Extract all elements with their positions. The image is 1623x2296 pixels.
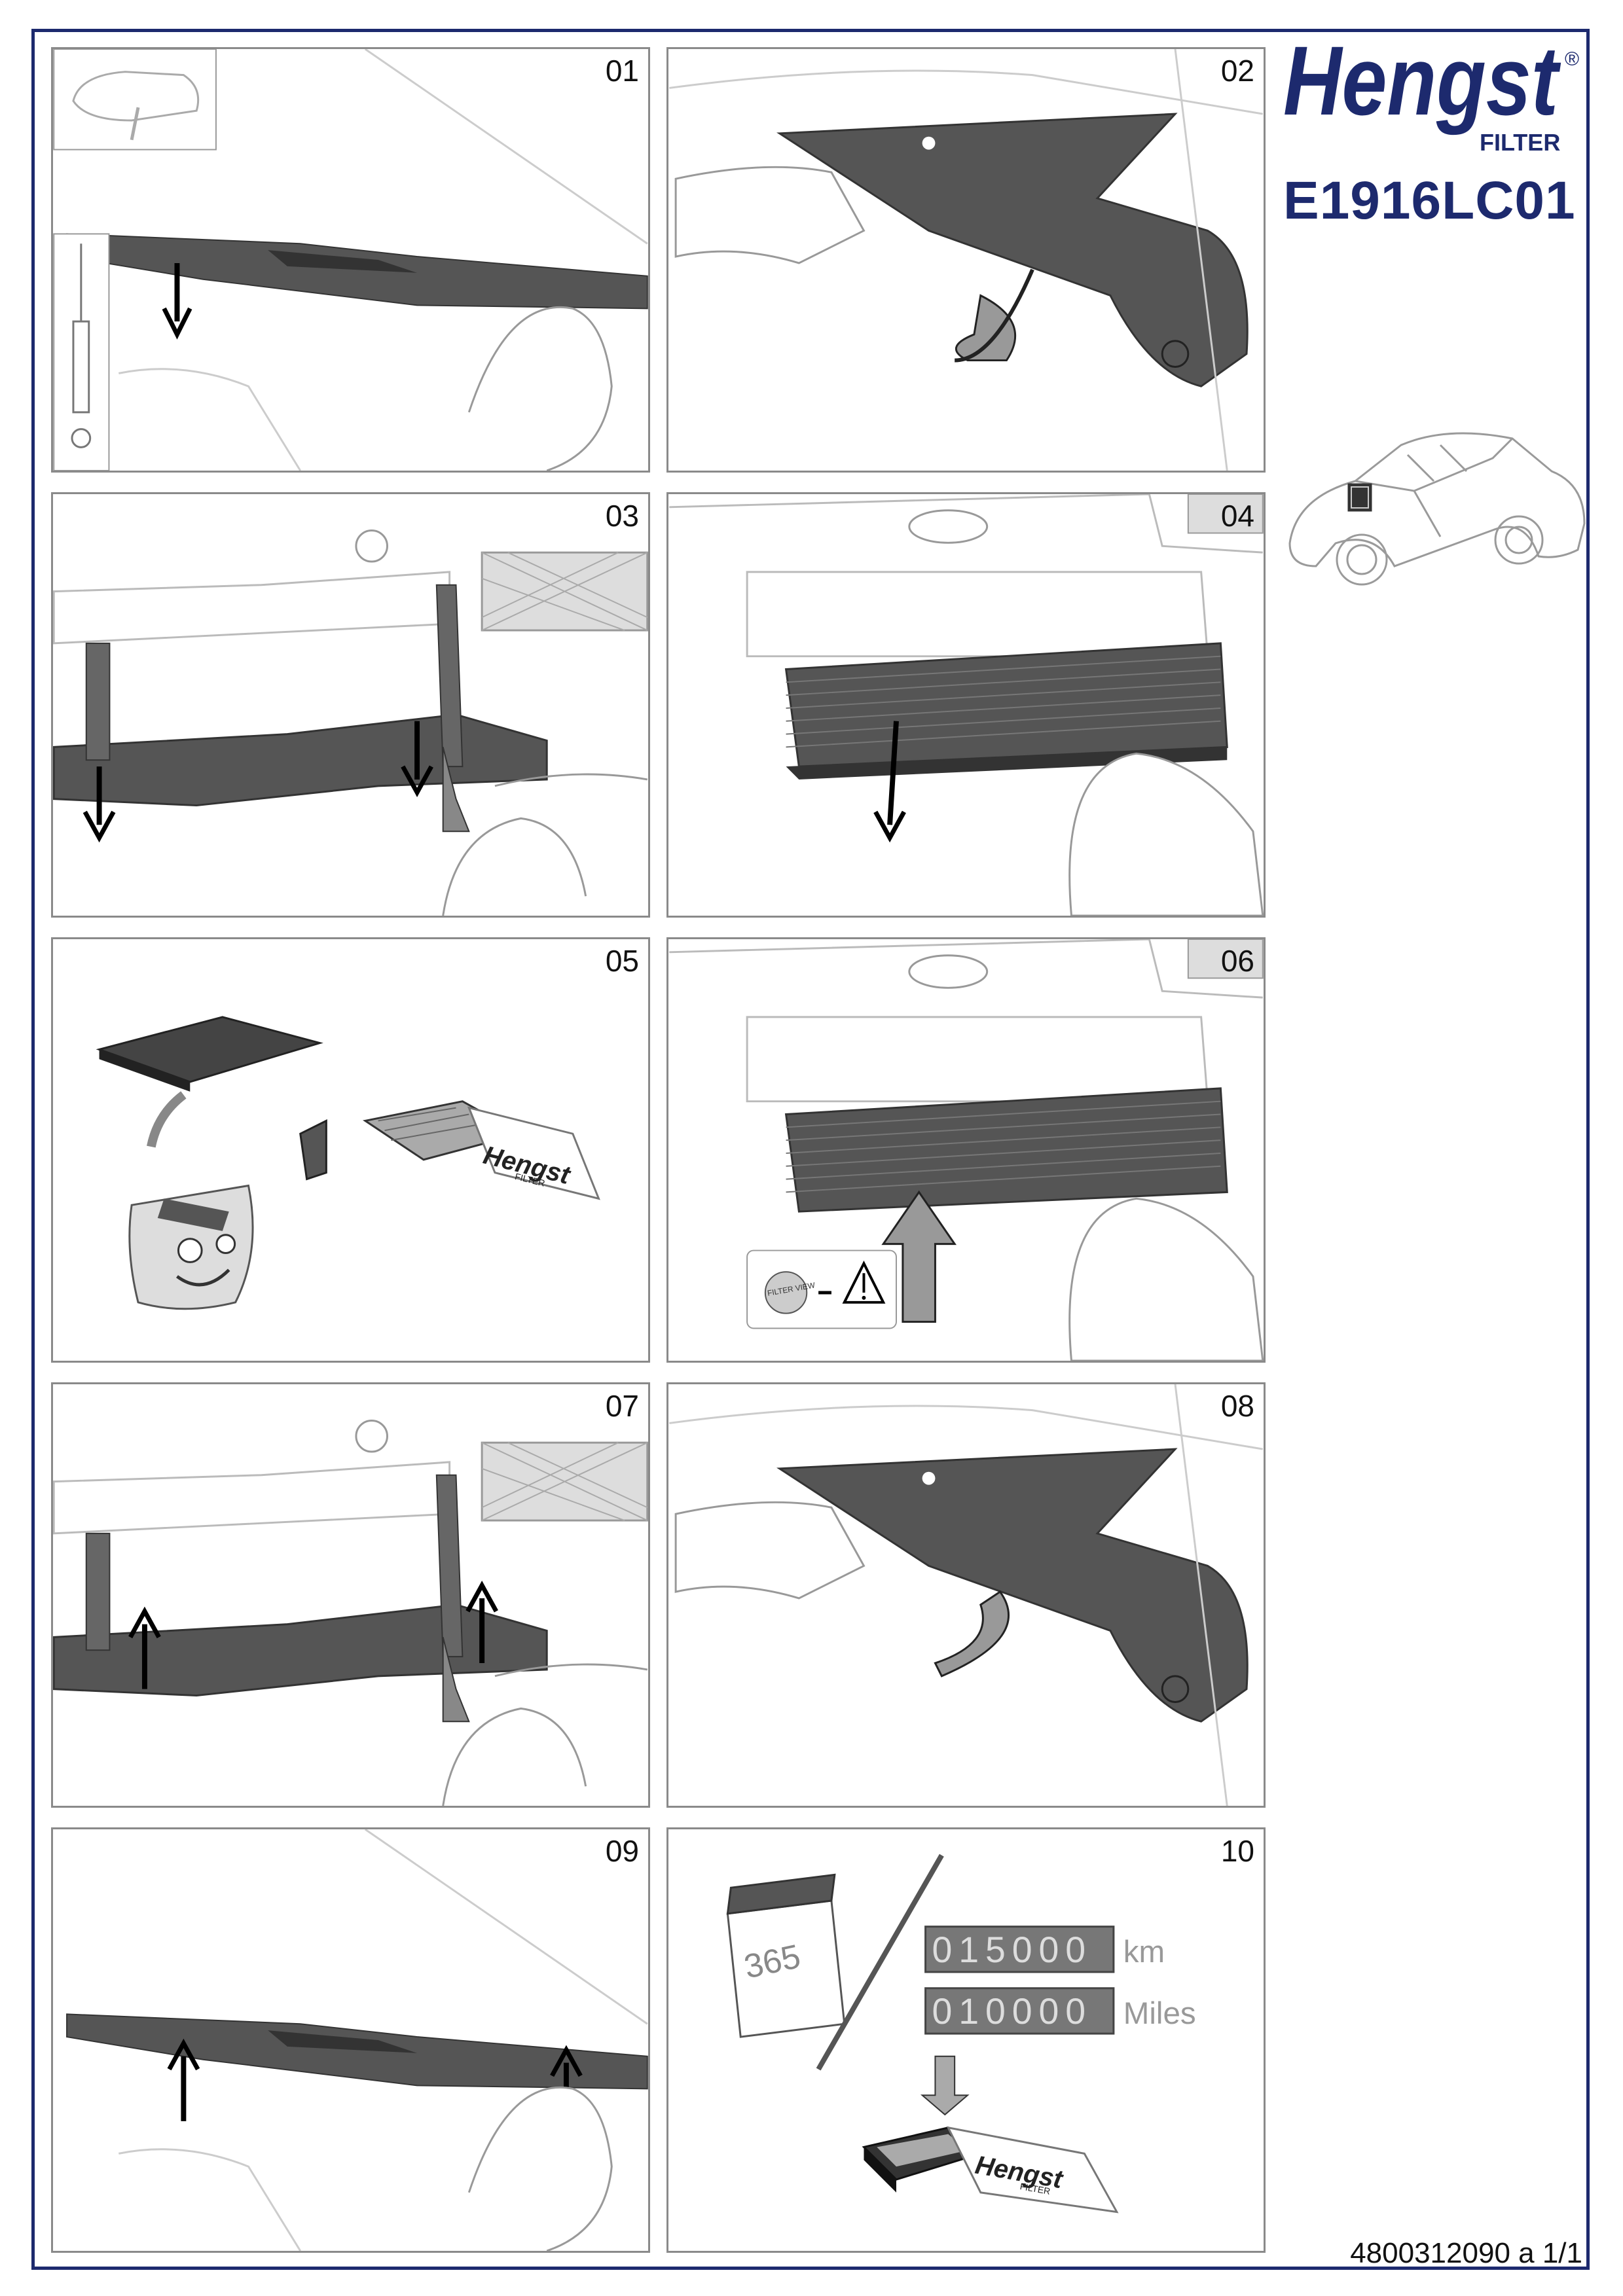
step-panel-10: 10 365 015000 km 010000 Miles Hengst FIL… [666,1827,1266,2253]
step-number: 04 [1220,499,1254,533]
step-panel-07: 07 [51,1382,650,1808]
step-number: 01 [605,54,639,88]
step-number: 07 [605,1389,639,1423]
document-reference: 4800312090 a 1/1 [1350,2237,1582,2269]
step-07-illustration [53,1419,648,1806]
step-05-illustration: Hengst FILTER [96,1016,600,1310]
step-number: 02 [1220,54,1254,88]
registered-mark: ® [1565,48,1579,70]
step-number: 06 [1220,944,1254,978]
odometer-miles-digits: 010000 [932,1991,1092,2032]
step-panel-08: 08 [666,1382,1266,1808]
step-06-illustration: FILTER VIEW [669,939,1264,1361]
step-panel-09: 09 [51,1827,650,2253]
step-number: 03 [605,499,639,533]
box-subtext: FILTER [1019,2181,1051,2197]
step-panel-04: 04 [666,492,1266,918]
step-02-illustration [669,49,1264,471]
step-08-illustration [669,1384,1264,1806]
step-number: 10 [1220,1834,1254,1868]
step-09-illustration [66,1829,648,2251]
product-code: E1916LC01 [1283,171,1576,230]
logo-subtext: FILTER [1480,129,1560,156]
odometer-km-unit: km [1123,1935,1165,1969]
step-number: 09 [605,1834,639,1868]
step-number: 05 [605,944,639,978]
step-01-illustration [53,49,648,471]
hengst-logo-graphic: Hengst ® FILTER [1283,26,1579,156]
step-panel-05: 05 Hengst FILTER [51,937,650,1363]
step-number: 08 [1220,1389,1254,1423]
step-panel-02: 02 [666,47,1266,473]
car-illustration [1277,419,1591,615]
step-10-illustration: 365 015000 km 010000 Miles Hengst FILTER [726,1854,1196,2214]
step-04-illustration [669,494,1264,916]
step-panel-06: 06 FILTER VIEW [666,937,1266,1363]
odometer-miles-unit: Miles [1123,1996,1196,2031]
logo-wordmark: Hengst [1283,36,1561,135]
step-panel-03: 03 [51,492,650,918]
odometer-km-digits: 015000 [932,1929,1092,1970]
hengst-logo: Hengst ® FILTER [1283,26,1584,160]
step-03-illustration [53,529,648,916]
step-panel-01: 01 [51,47,650,473]
page-frame [31,29,1590,2270]
